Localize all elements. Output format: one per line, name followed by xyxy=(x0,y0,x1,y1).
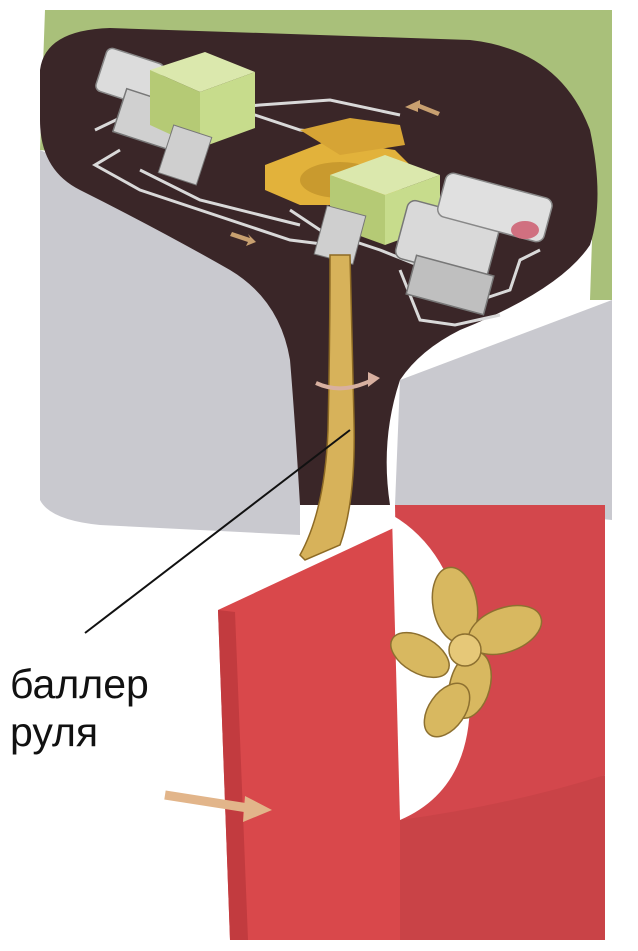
label-line-2: руля xyxy=(10,709,99,755)
propeller-icon xyxy=(390,566,543,738)
rotation-arrow-icon xyxy=(315,372,380,391)
leader-line xyxy=(84,429,351,634)
rudder-stock-label: баллер руля xyxy=(0,655,160,770)
valve-blocks xyxy=(157,124,367,265)
flow-arrow-icon xyxy=(164,790,272,822)
label-line-1: баллер xyxy=(10,661,149,707)
pipe-flow-arrows xyxy=(230,100,440,246)
left-pump-unit xyxy=(150,52,255,148)
rudder-stock xyxy=(299,254,355,561)
right-motor xyxy=(394,172,553,316)
